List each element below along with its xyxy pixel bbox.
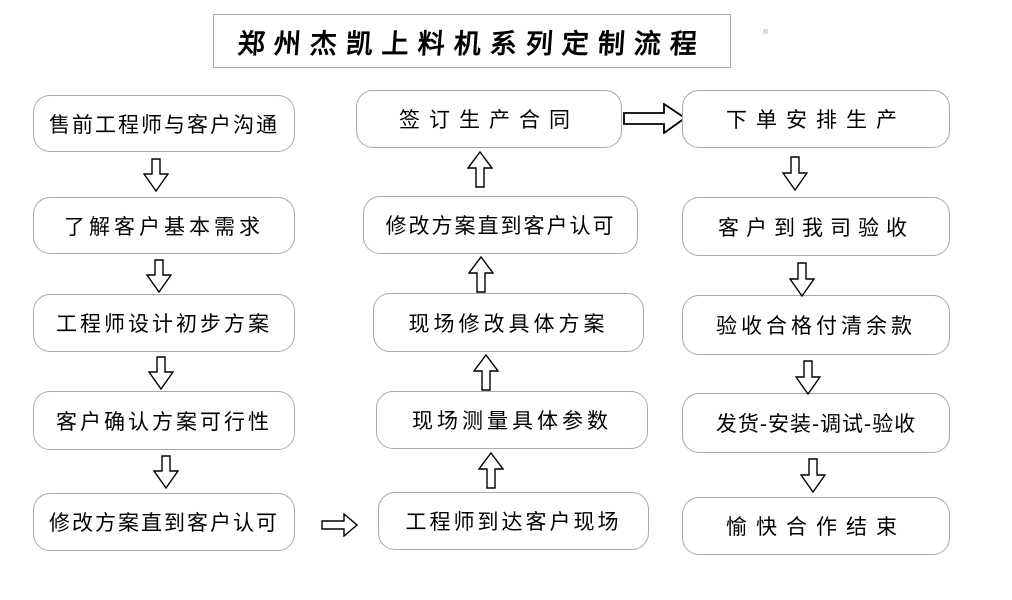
up-arrow-icon — [468, 256, 494, 293]
down-arrow-icon — [789, 262, 815, 297]
down-arrow-icon — [782, 156, 808, 191]
down-arrow-icon — [146, 259, 172, 293]
flow-step-box: 客户确认方案可行性 — [33, 391, 295, 450]
down-arrow-icon — [143, 158, 169, 192]
down-arrow-icon — [148, 356, 174, 390]
up-arrow-icon — [467, 151, 493, 188]
flowchart-title-box: 郑州杰凯上料机系列定制流程 — [213, 14, 731, 68]
up-arrow-icon — [473, 354, 499, 391]
anchor-dot — [763, 29, 768, 34]
down-arrow-icon — [795, 360, 821, 395]
flow-step-box: 工程师到达客户现场 — [378, 492, 649, 550]
flow-step-box: 售前工程师与客户沟通 — [33, 95, 295, 152]
flow-step-box: 下单安排生产 — [682, 90, 950, 148]
flow-step-box: 现场修改具体方案 — [373, 293, 644, 352]
flowchart-title: 郑州杰凯上料机系列定制流程 — [236, 28, 707, 60]
down-arrow-icon — [153, 455, 179, 489]
down-arrow-icon — [800, 458, 826, 493]
flow-step-box: 签订生产合同 — [356, 90, 622, 148]
flow-step-box: 发货-安装-调试-验收 — [682, 393, 950, 453]
flow-step-box: 验收合格付清余款 — [682, 295, 950, 355]
flow-step-box: 愉快合作结束 — [682, 497, 950, 555]
flow-step-box: 修改方案直到客户认可 — [363, 196, 638, 254]
right-arrow-icon — [321, 513, 358, 537]
flow-step-box: 客户到我司验收 — [682, 197, 950, 256]
up-arrow-icon — [478, 452, 504, 489]
right-arrow-icon — [623, 103, 686, 134]
flow-step-box: 工程师设计初步方案 — [33, 294, 295, 352]
flow-step-box: 修改方案直到客户认可 — [33, 493, 295, 551]
flow-step-box: 了解客户基本需求 — [33, 197, 295, 254]
flow-step-box: 现场测量具体参数 — [376, 391, 648, 449]
